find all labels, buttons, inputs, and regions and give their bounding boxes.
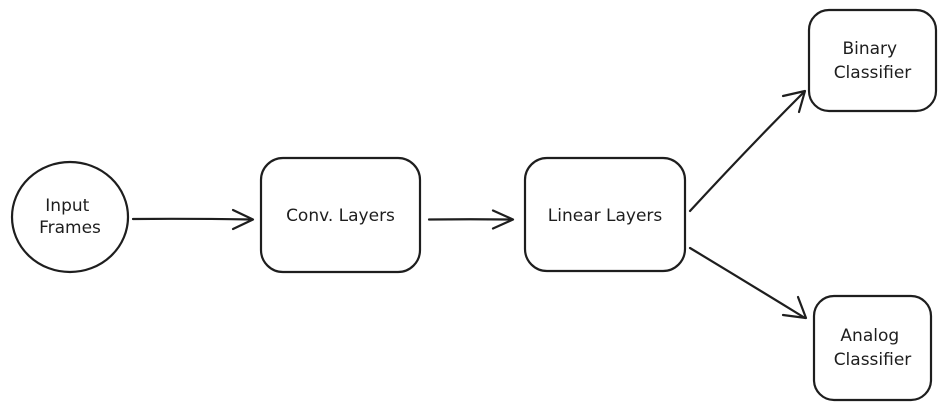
- edge-linear-to-analog: [688, 246, 808, 320]
- edge-input-to-conv: [131, 208, 255, 231]
- svg-text:Linear Layers: Linear Layers: [548, 206, 663, 226]
- node-input-frames-label-line-1: Input: [45, 196, 89, 216]
- edge-conv-to-linear: [427, 209, 515, 230]
- node-conv-layers: Conv. Layers: [259, 156, 422, 274]
- node-analog-classifier-label-line-1: Analog: [840, 326, 899, 346]
- node-input-frames-label-line-2: Frames: [39, 218, 101, 238]
- svg-text:Conv. Layers: Conv. Layers: [286, 206, 395, 226]
- edge-linear-to-binary: [688, 89, 807, 213]
- node-binary-classifier-label-line-1: Binary: [842, 39, 897, 59]
- node-linear-layers: Linear Layers: [523, 156, 687, 273]
- svg-text:Analog Classifier: Analog Classifier: [834, 326, 912, 370]
- node-analog-classifier: Analog Classifier: [812, 294, 933, 402]
- svg-text:Input Frames: Input Frames: [39, 196, 101, 238]
- node-analog-classifier-label-line-2: Classifier: [834, 350, 912, 370]
- node-conv-layers-label: Conv. Layers: [286, 206, 395, 226]
- node-binary-classifier-label-line-2: Classifier: [834, 63, 912, 83]
- node-binary-classifier: Binary Classifier: [807, 8, 938, 113]
- node-input-frames: Input Frames: [10, 160, 130, 274]
- node-linear-layers-label: Linear Layers: [548, 206, 663, 226]
- svg-text:Binary Classifier: Binary Classifier: [834, 39, 912, 83]
